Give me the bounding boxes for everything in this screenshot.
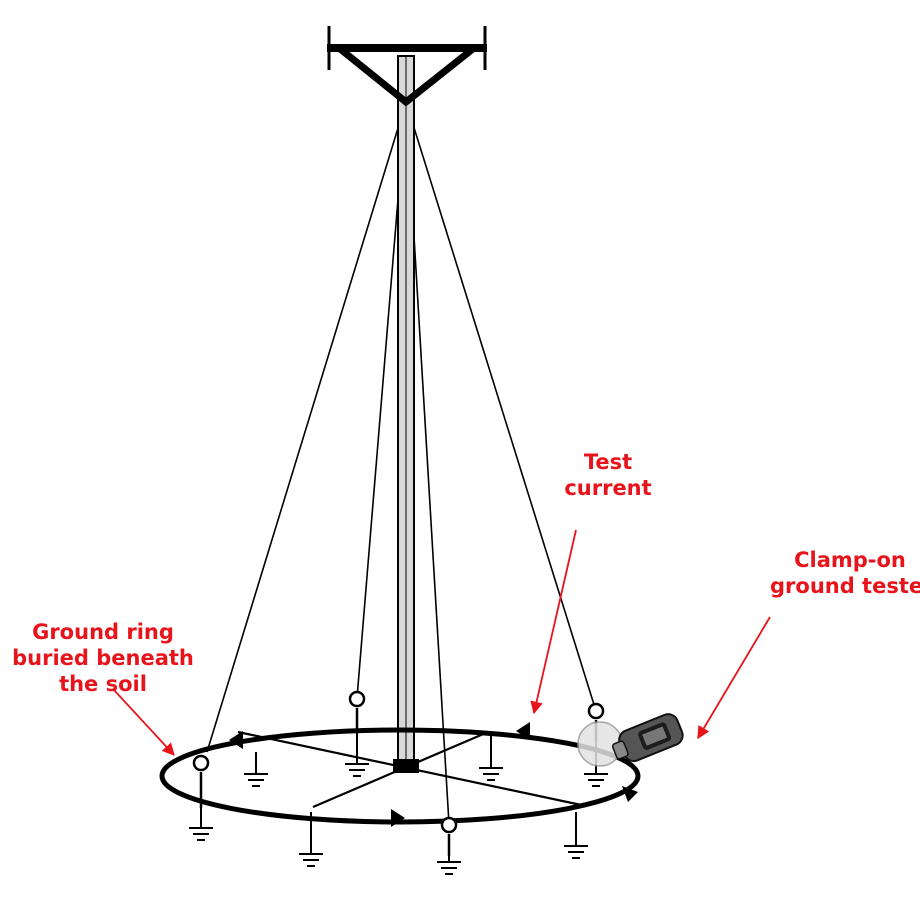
ground-ring <box>159 727 641 825</box>
current-direction-arrows <box>229 722 638 827</box>
arrow-test-current <box>530 529 577 715</box>
arrow-ground-ring <box>113 689 175 756</box>
ground-symbol-icon <box>437 856 461 875</box>
label-ground-ring: Ground ring buried beneath the soil <box>0 619 206 697</box>
label-line: the soil <box>59 672 147 696</box>
guy-anchors <box>192 690 605 856</box>
antenna-mast <box>397 55 415 767</box>
ground-symbol-icon <box>479 733 503 781</box>
ground-symbol-icon <box>244 752 268 787</box>
ground-symbol-icon <box>189 808 213 841</box>
ground-symbol-icon <box>345 732 369 777</box>
ground-symbol-icon <box>564 812 588 859</box>
ground-symbol-icon <box>299 812 323 867</box>
label-test-current: Test current <box>556 449 660 501</box>
mast-base <box>393 759 419 773</box>
annotation-arrows <box>113 529 771 756</box>
clamp-on-tester-icon <box>577 713 684 767</box>
label-line: buried beneath <box>12 646 194 670</box>
arrow-clamp-on <box>697 616 771 740</box>
label-line: Test <box>583 450 633 474</box>
label-line: Ground ring <box>32 620 174 644</box>
mast-top-bracket <box>327 26 487 107</box>
ground-symbols <box>189 732 608 875</box>
label-clamp-on-ground-tester: Clamp-on ground tester <box>770 547 920 599</box>
label-line: ground tester <box>770 574 920 598</box>
label-line: current <box>564 476 652 500</box>
label-line: Clamp-on <box>794 548 906 572</box>
